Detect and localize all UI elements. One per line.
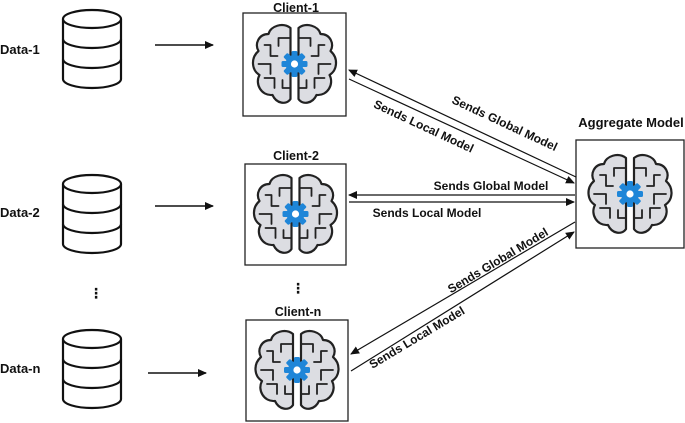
data-source-2: Data-2 [0,173,123,255]
local-model-arrow-n [350,231,575,372]
global-model-label: Sends Global Model [445,225,551,296]
client-ellipsis: ⋮ [291,280,305,296]
client-2-node: Client-2 [244,149,347,266]
local-model-label: Sends Local Model [373,206,482,220]
database-icon [61,173,123,255]
data-label: Data-n [0,361,41,376]
client-label: Client-1 [273,1,319,15]
global-model-label: Sends Global Model [434,179,549,193]
database-icon [61,8,123,90]
global-model-arrow-1 [348,69,577,178]
data-label: Data-2 [0,205,40,220]
client-1-node: Client-1 [242,1,347,117]
data-source-n: Data-n [0,328,123,410]
local-model-arrow-1 [348,78,575,184]
local-model-label: Sends Local Model [367,304,467,372]
global-model-arrow-n [350,221,576,355]
database-icon [61,328,123,410]
client-n-node: Client-n [245,305,349,422]
aggregate-label: Aggregate Model [578,115,683,130]
data-ellipsis: ⋮ [89,285,103,301]
aggregate-model-node: Aggregate Model [575,115,685,249]
client-label: Client-n [275,305,322,319]
client-label: Client-2 [273,149,319,163]
data-source-1: Data-1 [0,8,123,90]
data-label: Data-1 [0,42,40,57]
